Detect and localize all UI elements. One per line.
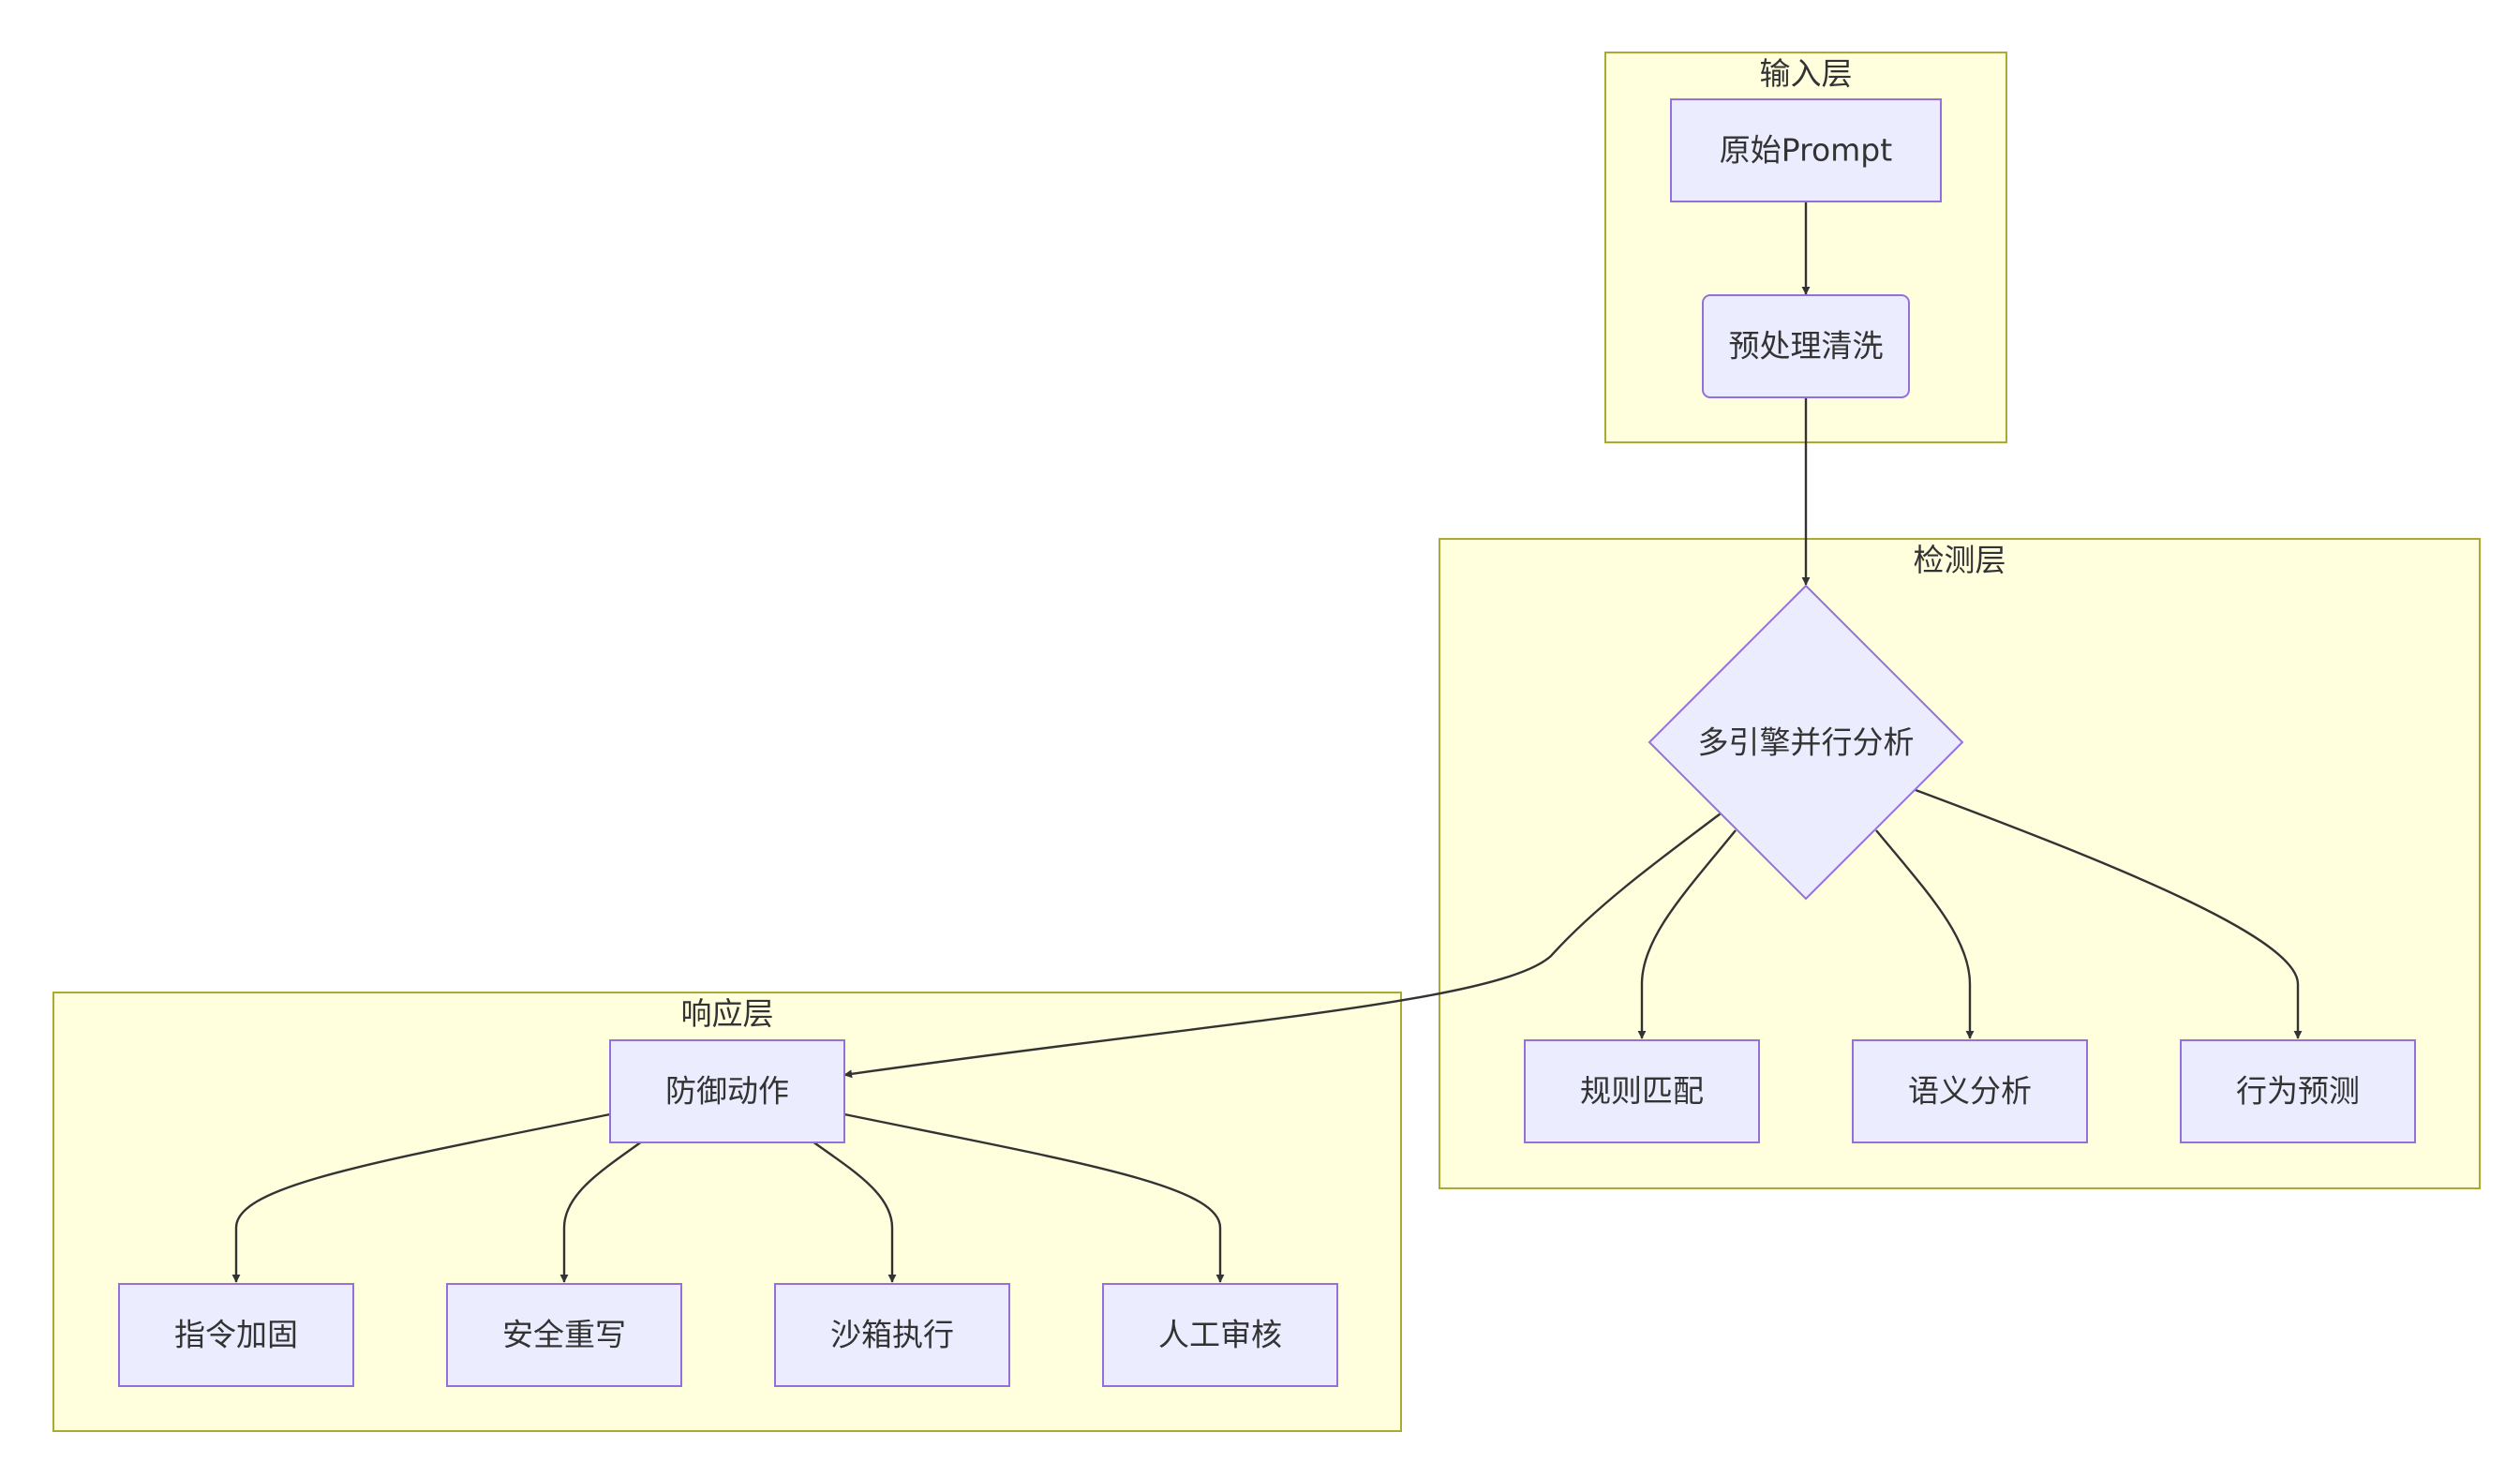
node-multi-engine-label: 多引擎并行分析	[1698, 724, 1915, 761]
node-rule-match-label: 规则匹配	[1580, 1073, 1704, 1110]
edge-defense-to-sandbox	[812, 1141, 897, 1283]
node-rule-match: 规则匹配	[1524, 1039, 1760, 1143]
node-harden-label: 指令加固	[174, 1317, 298, 1353]
node-raw-prompt-label: 原始Prompt	[1720, 132, 1892, 169]
edge-defense-to-harden	[231, 1112, 611, 1283]
node-behavior-label: 行为预测	[2236, 1073, 2360, 1110]
node-manual-review-label: 人工审核	[1158, 1317, 1282, 1353]
edge-engine-to-rule	[1637, 829, 1737, 1039]
node-raw-prompt: 原始Prompt	[1670, 98, 1942, 202]
edge-engine-to-semantic	[1875, 829, 1975, 1039]
cluster-detect-label: 检测层	[1914, 542, 2006, 578]
node-sandbox-label: 沙箱执行	[830, 1317, 954, 1353]
edge-engine-to-behavior	[1915, 788, 2303, 1039]
node-semantic-label: 语义分析	[1908, 1073, 2032, 1110]
node-behavior: 行为预测	[2180, 1039, 2416, 1143]
cluster-response-label: 响应层	[681, 995, 774, 1032]
node-defense: 防御动作	[609, 1039, 845, 1143]
node-sandbox: 沙箱执行	[774, 1283, 1010, 1387]
node-semantic: 语义分析	[1852, 1039, 2088, 1143]
edge-engine-to-defense	[843, 813, 1722, 1079]
node-preprocess: 预处理清洗	[1702, 294, 1910, 398]
node-multi-engine-decision: 多引擎并行分析	[1648, 584, 1964, 901]
node-rewrite: 安全重写	[446, 1283, 682, 1387]
edge-defense-to-review	[843, 1112, 1225, 1283]
cluster-input-label: 输入层	[1760, 55, 1853, 92]
node-preprocess-label: 预处理清洗	[1729, 328, 1884, 365]
node-rewrite-label: 安全重写	[502, 1317, 626, 1353]
node-manual-review: 人工审核	[1102, 1283, 1338, 1387]
edges	[231, 201, 2303, 1283]
node-harden: 指令加固	[118, 1283, 354, 1387]
node-defense-label: 防御动作	[665, 1073, 789, 1110]
edge-defense-to-rewrite	[559, 1141, 643, 1283]
